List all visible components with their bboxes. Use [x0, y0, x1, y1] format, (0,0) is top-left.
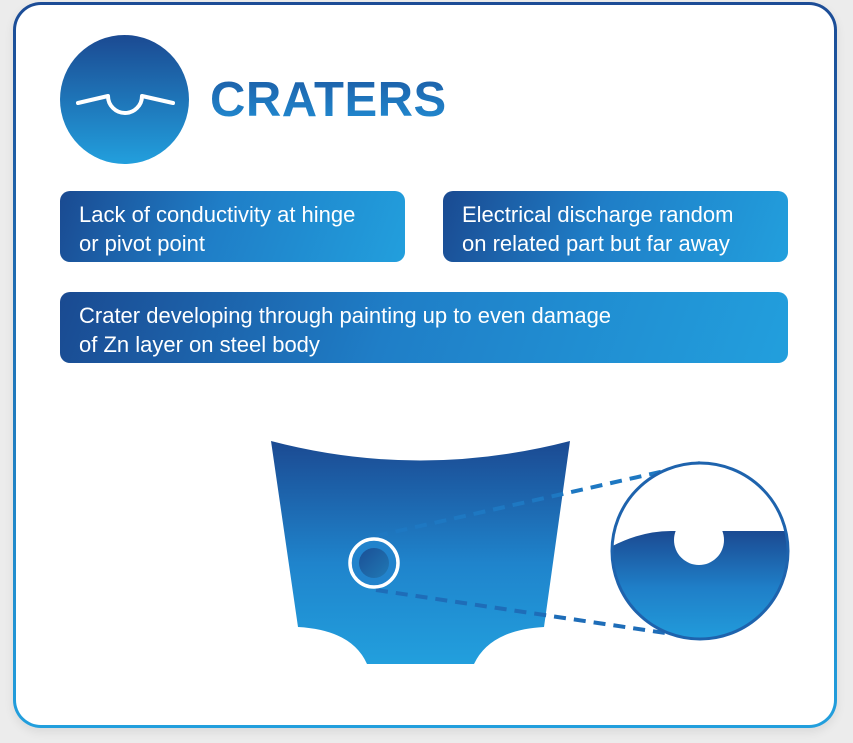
cause-text-line2: or pivot point — [79, 231, 205, 256]
crater-cross-section-magnified — [612, 463, 788, 639]
cause-box-discharge: Electrical discharge random on related p… — [443, 191, 788, 262]
cause-box-hinge: Lack of conductivity at hinge or pivot p… — [60, 191, 405, 262]
cause-text-line1: Electrical discharge random — [462, 202, 734, 227]
page-title: CRATERS — [210, 73, 447, 127]
description-box: Crater developing through painting up to… — [60, 292, 788, 363]
cause-text-line2: on related part but far away — [462, 231, 730, 256]
description-text-line2: of Zn layer on steel body — [79, 332, 320, 357]
description-text-line1: Crater developing through painting up to… — [79, 303, 612, 328]
cause-text-line1: Lack of conductivity at hinge — [79, 202, 356, 227]
crater-icon — [60, 35, 189, 164]
zoom-line-top — [375, 461, 701, 538]
zoom-line-bottom — [375, 588, 673, 636]
car-panel-shape — [271, 441, 570, 664]
